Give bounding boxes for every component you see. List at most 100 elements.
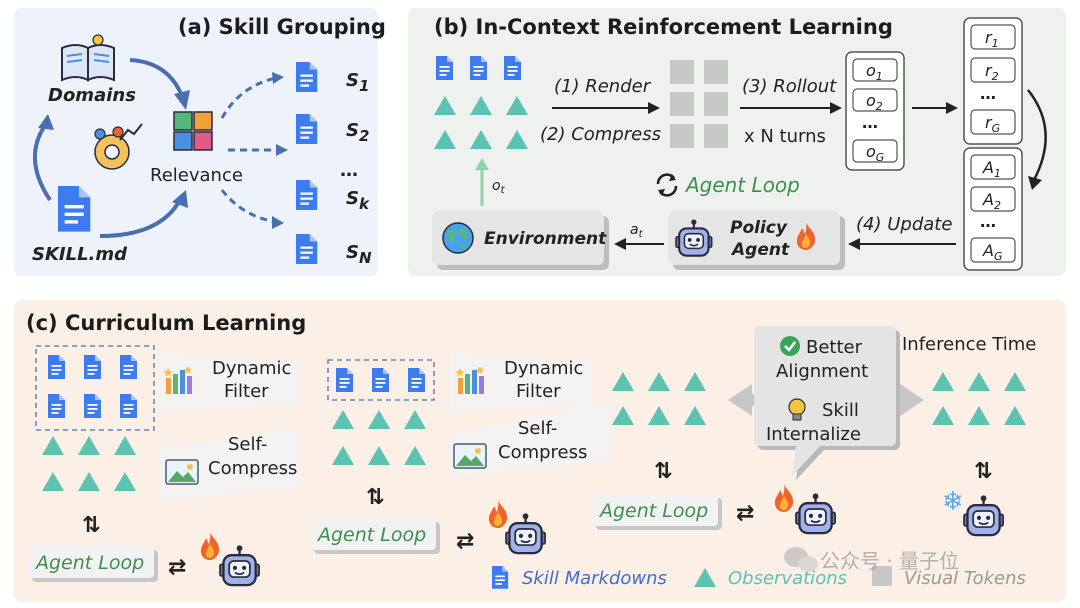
doc-icon <box>336 368 353 392</box>
dynamic-filter-banner-2 <box>450 352 592 412</box>
reward-item <box>970 24 1016 50</box>
policy-agent-label-line2: Agent <box>730 240 790 260</box>
visual-token <box>670 92 694 116</box>
output-item <box>852 58 898 82</box>
reward-item <box>970 109 1016 135</box>
arrow-domains-to-relevance <box>129 58 184 97</box>
image-icon <box>453 443 487 469</box>
reward-ellipsis: … <box>980 84 996 103</box>
doc-icon <box>84 355 101 379</box>
agent-loop-label-2: Agent Loop <box>316 524 426 546</box>
reward-item-label: rG <box>985 113 1000 135</box>
visual-token <box>670 124 694 148</box>
doc-icon <box>120 394 137 418</box>
legend-skill-doc-icon <box>492 566 509 589</box>
skill-ellipsis: … <box>340 160 358 181</box>
legend-visual-token-icon <box>872 566 892 586</box>
output-item-label: oG <box>866 142 884 164</box>
agent-loop-box-1 <box>28 546 154 578</box>
arrowhead <box>272 216 284 229</box>
visual-token <box>704 60 728 84</box>
skill-doc-sk-icon <box>296 180 318 210</box>
policy-agent-box <box>668 211 840 265</box>
filter-label-2: Filter <box>516 381 561 402</box>
arrowhead <box>174 90 190 110</box>
stage1-docs-box <box>35 345 155 431</box>
exchange-icon: ⇄ <box>736 501 754 526</box>
filter-label: Filter <box>224 381 269 402</box>
arrow-skillmd-to-relevance <box>99 198 182 238</box>
panel-b-title: (b) In-Context Reinforcement Learning <box>434 15 893 39</box>
skill-md-label: SKILL.md <box>32 244 128 265</box>
globe-icon <box>442 222 474 254</box>
policy-agent-label-line1: Policy <box>730 218 788 238</box>
lightbulb-icon <box>788 398 806 421</box>
advantage-ellipsis: … <box>980 212 996 231</box>
arrowhead <box>38 114 54 130</box>
output-item-label: o1 <box>866 61 883 83</box>
obs-t-label: ot <box>492 178 506 196</box>
exchange-icon: ⇄ <box>168 555 186 580</box>
compress-label-c2: Compress <box>498 442 587 463</box>
reward-item <box>970 57 1016 83</box>
advantage-item-label: AG <box>982 241 1002 263</box>
better-label: Better <box>806 337 863 358</box>
advantage-item <box>970 154 1016 180</box>
refresh-icon <box>656 173 678 197</box>
skill-doc-s2-icon <box>296 114 318 144</box>
exchange-icon: ⇄ <box>456 529 474 554</box>
input-docs <box>436 56 521 80</box>
output-item-label: o2 <box>866 91 883 113</box>
action-t-label: at <box>630 222 644 240</box>
arrowhead <box>272 72 284 84</box>
arrowhead <box>848 238 860 250</box>
advantage-item <box>970 237 1016 263</box>
skill-doc-s1-icon <box>296 62 318 92</box>
arrowhead <box>276 144 288 156</box>
panel-c-title: (c) Curriculum Learning <box>26 311 306 335</box>
doc-icon <box>48 394 65 418</box>
doc-icon <box>372 368 389 392</box>
loop-arrows-icon: ⇅ <box>654 459 672 484</box>
arrow-skillmd-to-domains <box>33 122 52 202</box>
insight-bubble <box>754 326 896 476</box>
environment-label: Environment <box>484 229 607 249</box>
legend-skill-markdowns: Skill Markdowns <box>522 568 667 589</box>
doc-icon <box>84 394 101 418</box>
team-gear-icon <box>94 123 143 170</box>
arrowhead <box>1028 176 1042 190</box>
arrowhead <box>475 158 489 170</box>
compress-label: (2) Compress <box>540 124 661 145</box>
arrowhead <box>830 102 842 114</box>
check-circle-icon <box>780 336 800 356</box>
arrow-to-s1 <box>220 76 277 119</box>
skill-s1-label: S1 <box>346 70 369 95</box>
dynamic-label: Dynamic <box>212 358 291 379</box>
dynamic-label-2: Dynamic <box>504 358 583 379</box>
advantage-arrow <box>1027 89 1047 181</box>
visual-token <box>670 60 694 84</box>
visual-token <box>704 124 728 148</box>
visual-tokens-grid <box>670 60 728 148</box>
arrowhead <box>946 102 958 114</box>
agent-loop-label-3: Agent Loop <box>598 500 708 522</box>
inference-time-label: Inference Time <box>902 334 1036 355</box>
legend-observations: Observations <box>728 568 847 589</box>
arrowhead <box>172 190 188 208</box>
render-label: (1) Render <box>554 76 652 97</box>
agent-loop-box-2 <box>310 518 436 550</box>
doc-icon <box>408 368 425 392</box>
wechat-icon <box>784 547 818 572</box>
self-compress-banner-2 <box>450 400 610 476</box>
self-label-2: Self- <box>518 418 557 439</box>
agent-loop-label-1: Agent Loop <box>34 552 144 574</box>
panel-a-title: (a) Skill Grouping <box>178 15 386 39</box>
skill-sk-label: Sk <box>346 188 370 213</box>
output-ellipsis: … <box>862 113 878 132</box>
reward-item-label: r1 <box>985 28 999 50</box>
internalize-label: Internalize <box>766 424 861 445</box>
doc-icon <box>120 355 137 379</box>
loop-arrows-icon: ⇅ <box>974 459 992 484</box>
output-item <box>852 139 898 163</box>
